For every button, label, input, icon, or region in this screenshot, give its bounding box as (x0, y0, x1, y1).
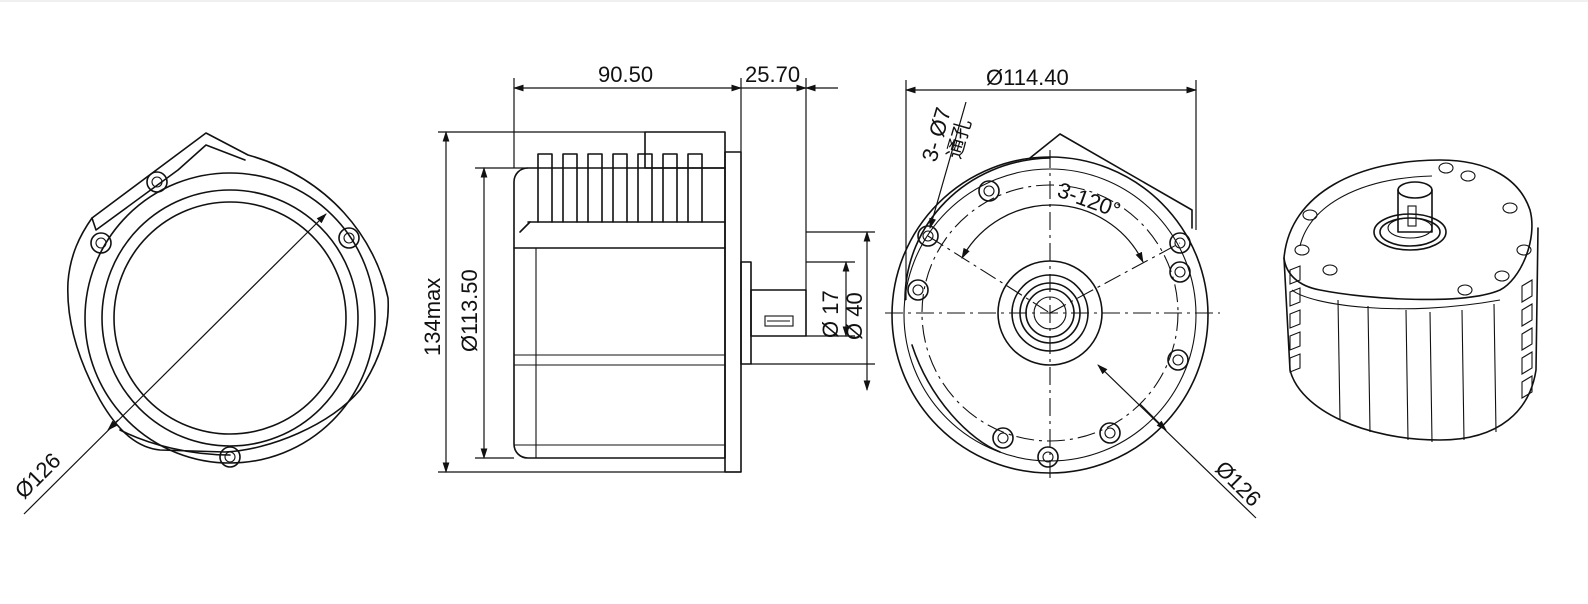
iso-fins-right (1521, 279, 1533, 399)
side-view: 90.50 25.70 134max Ø113.50 Ø 17 Ø 40 (420, 62, 875, 474)
iso-fins-left (1289, 265, 1301, 373)
shaft-length-label: 25.70 (745, 62, 800, 87)
cooling-fins (537, 153, 703, 223)
rear-width-label: Ø114.40 (986, 65, 1069, 90)
front-diameter-label: Ø126 (10, 448, 66, 504)
side-length-label: 90.50 (598, 62, 653, 87)
isometric-view (1283, 159, 1539, 443)
iso-holes (1294, 162, 1532, 296)
front-view: Ø126 (10, 132, 390, 515)
boss-diameter-label: Ø 40 (842, 292, 867, 340)
front-diameter-leader (23, 213, 327, 515)
rear-view: Ø114.40 3- Ø7 通孔 3-120° Ø126 (885, 65, 1266, 519)
flange-diameter-label: Ø113.50 (457, 269, 482, 352)
shaft-diameter-label: Ø 17 (818, 290, 843, 338)
mounting-holes (907, 180, 1191, 468)
overall-height-label: 134max (420, 278, 445, 356)
rear-diameter-label: Ø126 (1210, 456, 1266, 512)
